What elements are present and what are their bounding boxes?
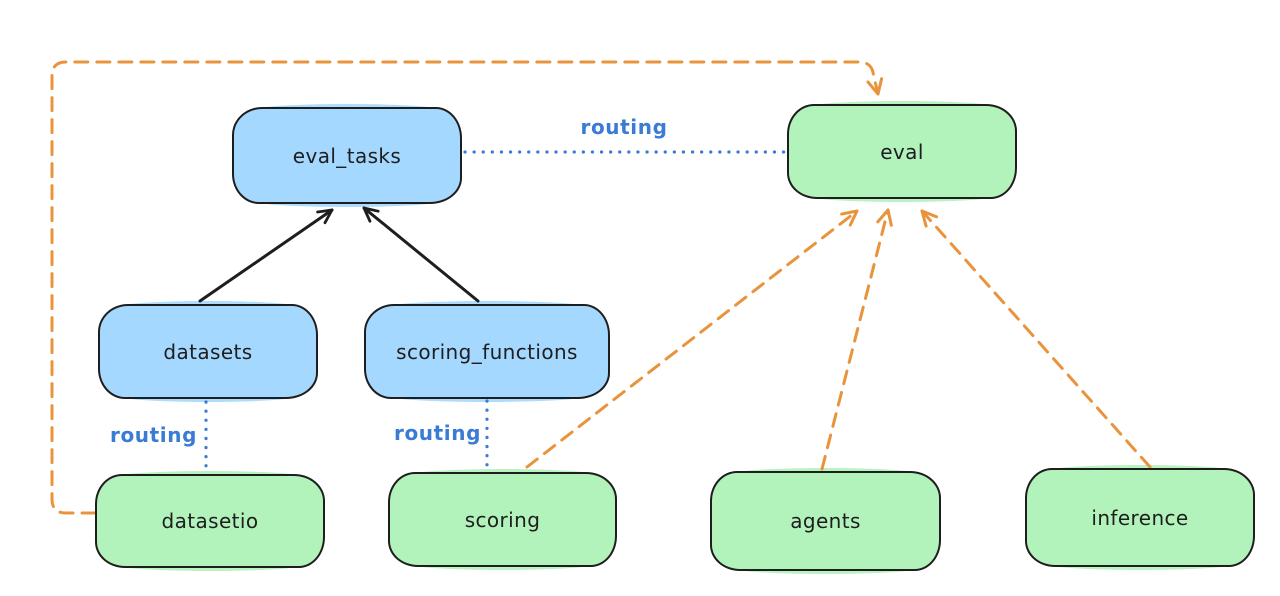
node-eval-tasks: eval_tasks xyxy=(232,104,462,207)
node-datasets: datasets xyxy=(98,301,318,402)
node-agents: agents xyxy=(710,468,941,574)
node-datasetio-label: datasetio xyxy=(161,509,259,533)
edge-label-routing-eval-tasks-eval: routing xyxy=(580,115,668,139)
node-scoring-functions: scoring_functions xyxy=(364,301,610,402)
node-inference: inference xyxy=(1025,465,1255,570)
edge-scoring-functions-to-eval-tasks xyxy=(362,206,480,303)
node-scoring-label: scoring xyxy=(464,507,541,532)
edge-label-routing-datasets-datasetio: routing xyxy=(110,423,198,447)
node-inference-label: inference xyxy=(1091,505,1189,530)
edge-label-routing-scoring-functions-scoring: routing xyxy=(394,421,482,445)
node-eval-label: eval xyxy=(880,139,924,164)
node-scoring: scoring xyxy=(388,469,617,570)
node-agents-label: agents xyxy=(790,509,861,533)
node-datasetio: datasetio xyxy=(95,471,325,571)
edge-datasets-to-eval-tasks xyxy=(198,208,334,303)
edge-datasetio-to-eval-loop xyxy=(50,60,884,515)
edge-scoring-to-eval xyxy=(525,209,859,469)
node-eval: eval xyxy=(787,101,1017,202)
edge-inference-to-eval xyxy=(920,209,1152,469)
node-eval-tasks-label: eval_tasks xyxy=(292,143,402,168)
node-datasets-label: datasets xyxy=(163,339,253,364)
edge-agents-to-eval xyxy=(820,208,893,471)
node-scoring-functions-label: scoring_functions xyxy=(396,339,578,364)
